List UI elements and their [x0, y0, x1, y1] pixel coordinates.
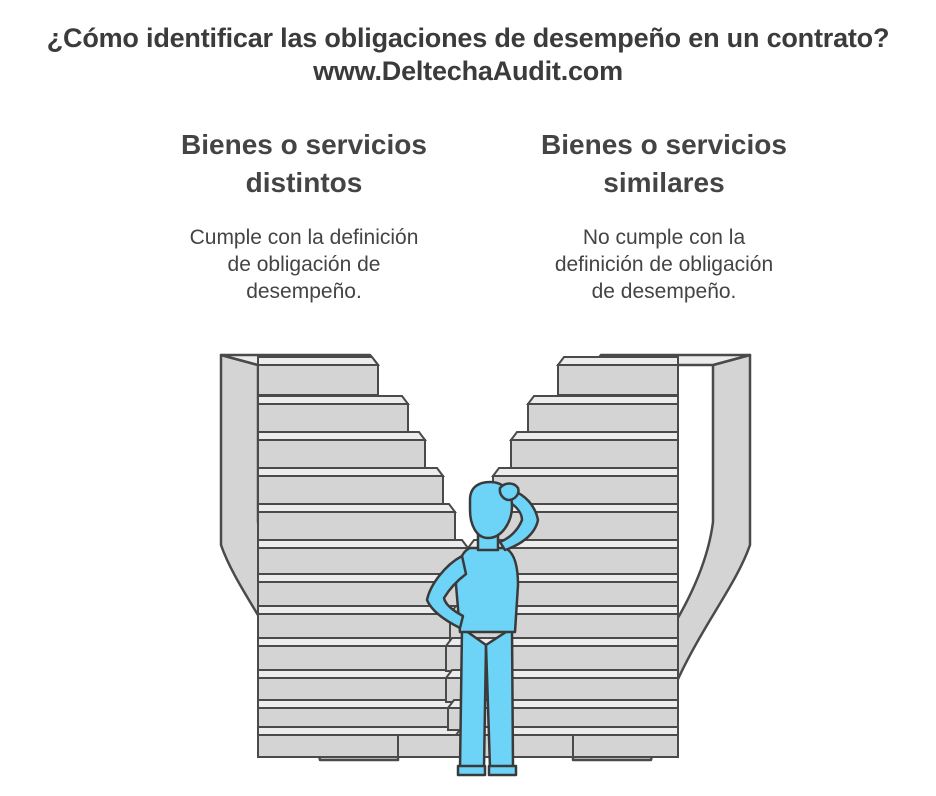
- left-step-riser: [257, 439, 426, 469]
- right-step-tread: [509, 431, 679, 441]
- left-step-riser: [257, 475, 444, 505]
- option-similar-heading: Bienes o servicios similares: [514, 126, 814, 202]
- person-left-leg: [458, 626, 488, 770]
- left-step-tread: [257, 431, 427, 441]
- left-step-tread: [257, 356, 380, 366]
- person-right-leg: [484, 626, 515, 770]
- right-step-riser: [527, 403, 679, 433]
- person-right-foot: [487, 764, 518, 777]
- option-similar-desc-line1: No cumple con la: [582, 226, 746, 249]
- option-similar-heading-line1: Bienes o servicios: [541, 129, 787, 160]
- left-step-tread: [257, 726, 482, 736]
- left-step-tread: [257, 503, 457, 513]
- option-distinct: Bienes o servicios distintos Cumple con …: [154, 126, 454, 305]
- left-step-tread: [257, 395, 410, 405]
- left-step-riser: [257, 403, 409, 433]
- option-distinct-description: Cumple con la definición de obligación d…: [154, 224, 454, 305]
- right-staircase-steps: [397, 356, 679, 758]
- right-step-tread: [556, 356, 679, 366]
- option-distinct-heading-line1: Bienes o servicios: [181, 129, 427, 160]
- option-similar-description: No cumple con la definición de obligació…: [514, 224, 814, 305]
- option-distinct-desc-line3: desempeño.: [246, 280, 362, 303]
- left-step-tread: [257, 467, 445, 477]
- right-step-riser: [557, 364, 679, 396]
- option-distinct-desc-line2: de obligación de: [227, 253, 381, 276]
- person-hand: [498, 482, 520, 502]
- right-step-riser: [510, 439, 679, 469]
- option-similar-heading-line2: similares: [603, 167, 725, 198]
- title-url: www.DeltechaAudit.com: [313, 56, 623, 86]
- page-title: ¿Cómo identificar las obligaciones de de…: [0, 22, 936, 88]
- option-similar-desc-line2: definición de obligación: [554, 253, 774, 276]
- option-similar-desc-line3: de desempeño.: [591, 280, 737, 303]
- option-distinct-heading-line2: distintos: [245, 167, 363, 198]
- person-figure: [425, 480, 540, 777]
- title-question: ¿Cómo identificar las obligaciones de de…: [46, 23, 890, 53]
- left-step-tread: [257, 539, 470, 549]
- option-distinct-heading: Bienes o servicios distintos: [154, 126, 454, 202]
- person-left-arm: [425, 554, 468, 630]
- left-step-riser: [257, 547, 469, 576]
- person-left-foot: [456, 764, 487, 777]
- right-step-tread: [526, 395, 679, 405]
- left-step-riser: [257, 511, 456, 541]
- option-similar: Bienes o servicios similares No cumple c…: [514, 126, 814, 305]
- right-step-tread: [491, 467, 679, 477]
- option-distinct-desc-line1: Cumple con la definición: [189, 226, 419, 249]
- left-step-riser: [257, 364, 379, 396]
- person-torso: [454, 546, 520, 634]
